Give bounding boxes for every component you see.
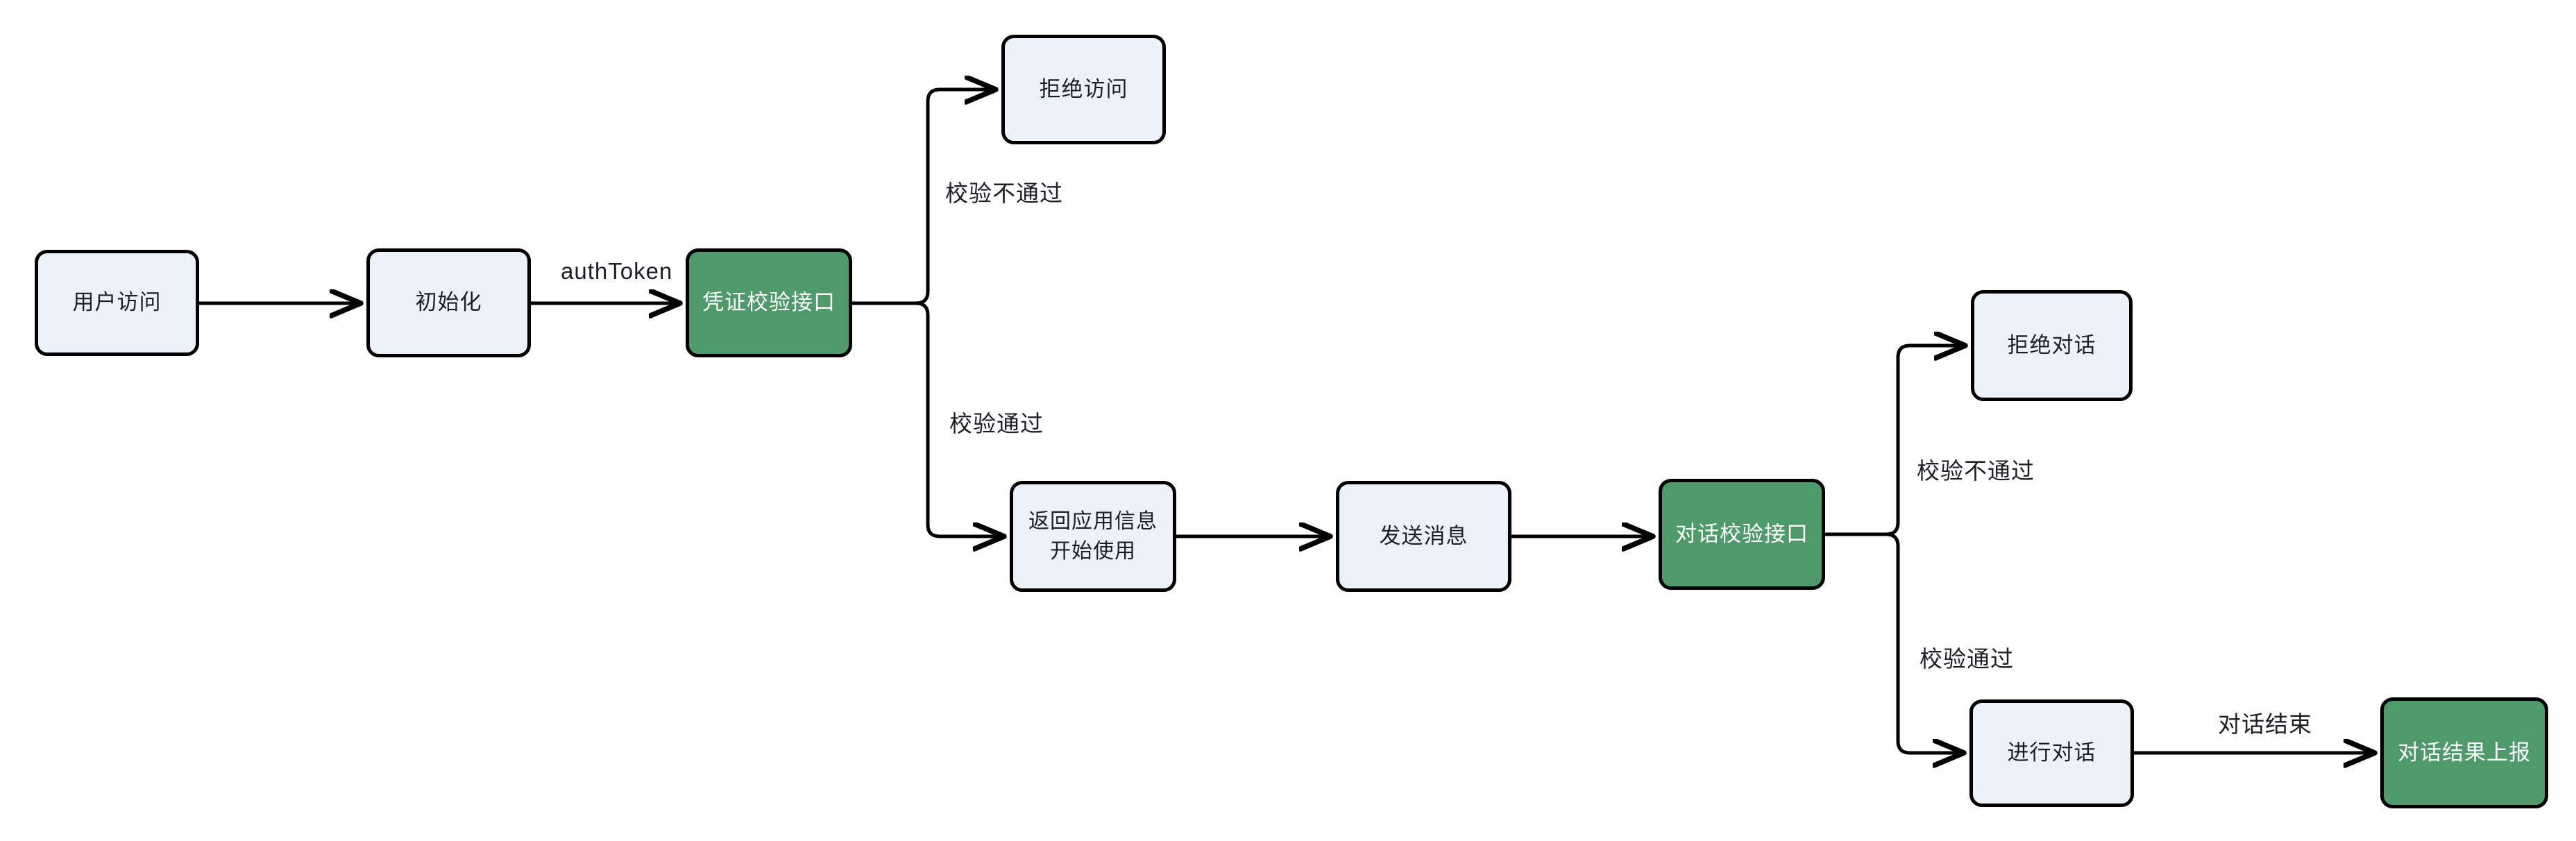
node-send-message[interactable]: 发送消息 (1336, 481, 1511, 592)
node-label-user-access: 用户访问 (72, 290, 162, 315)
edge-label-e-dialogv-denyd: 校验不通过 (1917, 458, 2035, 484)
node-label-deny-access: 拒绝访问 (1039, 76, 1128, 101)
edge-label-e-cred-deny: 校验不通过 (945, 180, 1063, 206)
node-label-credential-verify: 凭证校验接口 (702, 290, 836, 315)
node-dialog-verify[interactable]: 对话校验接口 (1659, 479, 1825, 590)
node-do-dialog[interactable]: 进行对话 (1969, 699, 2134, 807)
node-label-do-dialog: 进行对话 (2007, 740, 2096, 765)
edge-label-e-init-cred: authToken (561, 258, 673, 284)
node-report-result[interactable]: 对话结果上报 (2380, 697, 2548, 808)
edge-dialog-verify-to-deny-dialog (1886, 346, 1964, 536)
node-label-send-message: 发送消息 (1379, 523, 1468, 548)
node-label-return-app-info: 返回应用信息 开始使用 (1028, 509, 1158, 563)
edge-label-e-dialogv-dodialog: 校验通过 (1920, 646, 2014, 672)
edge-dialog-verify-to-do-dialog (1886, 532, 1963, 753)
node-user-access[interactable]: 用户访问 (35, 250, 199, 356)
node-return-app-info[interactable]: 返回应用信息 开始使用 (1010, 481, 1176, 592)
node-initialize[interactable]: 初始化 (366, 248, 531, 357)
node-deny-dialog[interactable]: 拒绝对话 (1971, 290, 2133, 401)
node-label-initialize: 初始化 (415, 290, 482, 315)
node-deny-access[interactable]: 拒绝访问 (1001, 35, 1166, 144)
node-credential-verify[interactable]: 凭证校验接口 (686, 248, 852, 357)
node-label-report-result: 对话结果上报 (2398, 740, 2531, 765)
edge-label-e-dodialog-report: 对话结束 (2218, 711, 2312, 737)
node-label-deny-dialog: 拒绝对话 (2007, 332, 2096, 357)
node-label-dialog-verify: 对话校验接口 (1675, 521, 1808, 546)
edge-label-e-cred-return: 校验通过 (949, 411, 1044, 436)
